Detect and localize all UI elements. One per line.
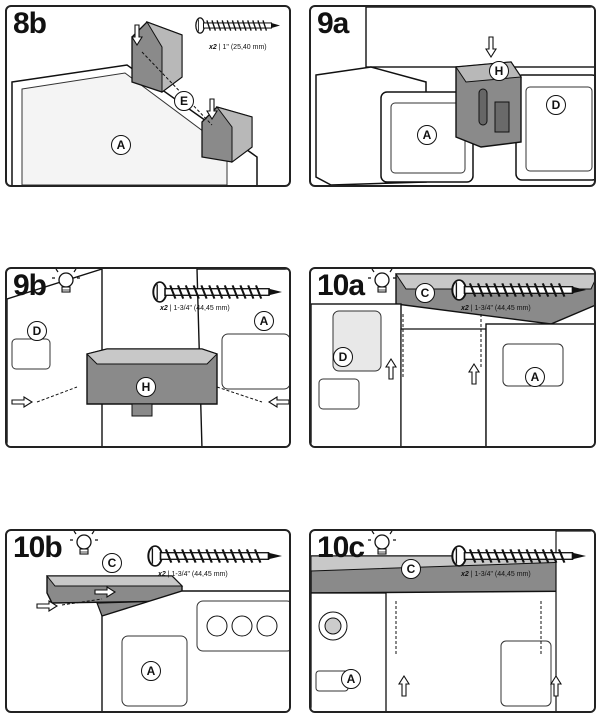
part-label-d: D xyxy=(333,347,353,367)
part-label-a: A xyxy=(254,311,274,331)
screw-icon xyxy=(451,279,588,301)
illustration-8b xyxy=(11,21,258,185)
screw-spec: x2 | 1-3/4" (44,45 mm) xyxy=(158,571,228,578)
part-label-h: H xyxy=(489,61,509,81)
part-label-a: A xyxy=(141,661,161,681)
part-label-e: E xyxy=(174,91,194,111)
illustration-9b xyxy=(7,269,289,446)
screw-spec: x2 | 1-3/4" (44,45 mm) xyxy=(461,571,531,578)
part-label-a: A xyxy=(525,367,545,387)
panel-step-9b: 9b x2 | 1-3/4" (44,45 mm) D A H xyxy=(5,267,291,448)
lightbulb-icon xyxy=(69,531,99,555)
screw-icon xyxy=(451,545,588,567)
screw-icon xyxy=(152,281,284,303)
step-number: 8b xyxy=(13,7,47,40)
part-label-a: A xyxy=(417,125,437,145)
screw-icon xyxy=(195,17,281,34)
screw-icon xyxy=(147,545,284,567)
step-number: 9b xyxy=(13,269,47,302)
part-label-d: D xyxy=(546,95,566,115)
lightbulb-icon xyxy=(51,269,81,293)
part-label-d: D xyxy=(27,321,47,341)
part-label-h: H xyxy=(136,377,156,397)
illustration-9a xyxy=(315,7,594,185)
panel-step-10a: 10a x2 | 1-3/4" (44,45 mm) C D A xyxy=(309,267,596,448)
part-label-a: A xyxy=(111,135,131,155)
screw-spec: x2 | 1" (25,40 mm) xyxy=(209,44,267,51)
step-number: 10c xyxy=(317,531,365,564)
part-label-a: A xyxy=(341,669,361,689)
step-number: 10a xyxy=(317,269,365,302)
panel-step-9a: 9a H A D xyxy=(309,5,596,187)
part-label-c: C xyxy=(401,559,421,579)
panel-step-8b: 8b x2 | 1" (25,40 mm) A E xyxy=(5,5,291,187)
lightbulb-icon xyxy=(367,269,397,293)
illustration-10c xyxy=(311,531,594,711)
screw-spec: x2 | 1-3/4" (44,45 mm) xyxy=(461,305,531,312)
arrow-icon xyxy=(398,675,410,697)
step-number: 10b xyxy=(13,531,63,564)
part-label-c: C xyxy=(415,283,435,303)
step-number: 9a xyxy=(317,7,349,40)
part-label-c: C xyxy=(102,553,122,573)
illustration-10b xyxy=(36,575,289,711)
panel-step-10c: 10c x2 | 1-3/4" (44,45 mm) C A xyxy=(309,529,596,713)
screw-spec: x2 | 1-3/4" (44,45 mm) xyxy=(160,305,230,312)
panel-step-10b: 10b x2 | 1-3/4" (44,45 mm) C A xyxy=(5,529,291,713)
lightbulb-icon xyxy=(367,531,397,555)
